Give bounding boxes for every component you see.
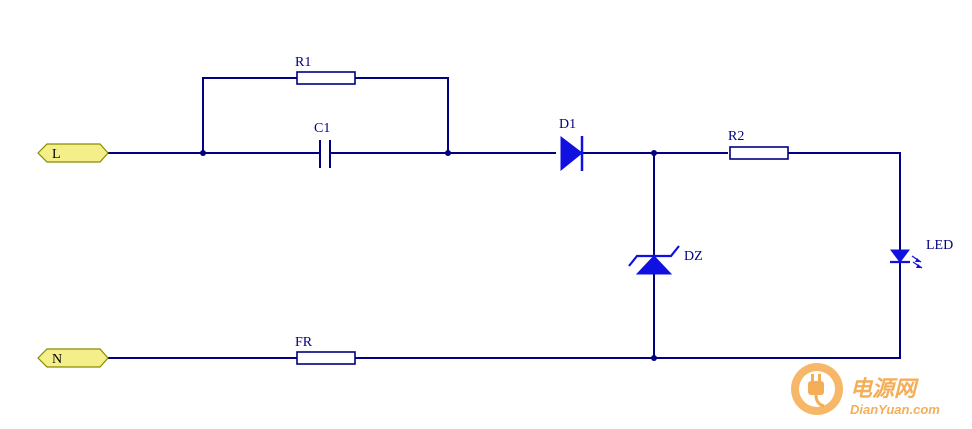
resistor-r1-label: R1 (295, 55, 311, 70)
port-n-label: N (52, 352, 62, 367)
wire-r2-to-led (788, 152, 901, 250)
wire-r1-right (355, 77, 449, 153)
fuse-resistor-fr: FR (295, 335, 356, 365)
led-arrowhead-1 (915, 258, 921, 262)
zener-dz-bar (628, 245, 680, 267)
zener-dz-label: DZ (684, 249, 703, 264)
resistor-r1: R1 (295, 55, 356, 85)
zener-dz: DZ (628, 245, 703, 275)
led-label: LED (926, 238, 953, 253)
junction-dot (651, 355, 657, 361)
diode-d1-triangle (560, 135, 583, 172)
capacitor-c1-label: C1 (314, 121, 330, 136)
port-l-shape (37, 143, 109, 163)
port-n: N (37, 348, 109, 368)
wires (108, 77, 901, 359)
watermark: 电源网 DianYuan.com (791, 363, 940, 417)
plug-logo-icon (791, 363, 843, 415)
capacitor-c1: C1 (300, 121, 331, 168)
junction-dot (200, 150, 206, 156)
zener-dz-triangle (635, 255, 673, 275)
resistor-r2: R2 (728, 129, 789, 160)
led-arrowhead-2 (916, 264, 922, 268)
fuse-resistor-fr-label: FR (295, 335, 313, 350)
port-l: L (37, 143, 109, 163)
port-l-label: L (52, 147, 61, 162)
fuse-resistor-fr-body (296, 351, 356, 365)
wire-led-return (654, 262, 901, 359)
resistor-r2-label: R2 (728, 129, 744, 144)
resistor-r1-body (296, 71, 356, 85)
diode-d1: D1 (559, 117, 584, 172)
led-triangle (890, 249, 910, 263)
led: LED (890, 238, 953, 269)
watermark-brand-cn: 电源网 (850, 376, 919, 401)
watermark-brand-url: DianYuan.com (850, 402, 940, 417)
junction-dot (445, 150, 451, 156)
junctions (200, 150, 657, 361)
resistor-r2-body (729, 146, 789, 160)
port-n-shape (37, 348, 109, 368)
wire-r1-left (202, 77, 297, 153)
diode-d1-label: D1 (559, 117, 576, 132)
junction-dot (651, 150, 657, 156)
